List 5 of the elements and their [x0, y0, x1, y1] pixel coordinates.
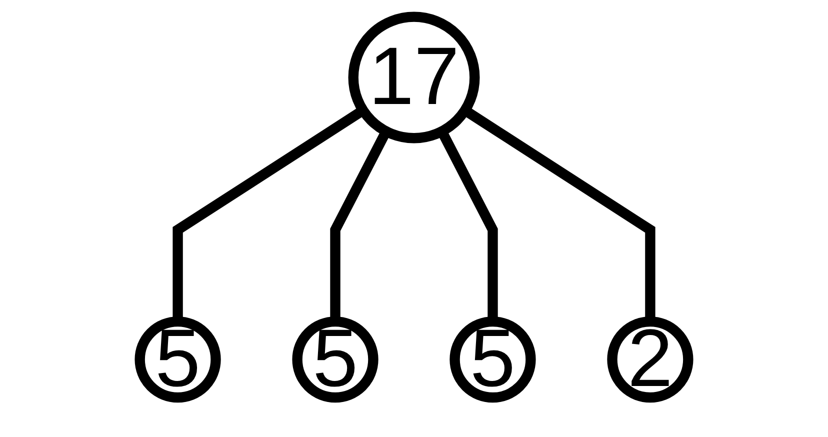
node-circle: 17 — [348, 12, 480, 144]
node-circle: 5 — [450, 316, 536, 403]
node-circle: 5 — [134, 316, 221, 403]
node-circle: 2 — [607, 316, 694, 403]
node-circle: 5 — [292, 316, 378, 403]
